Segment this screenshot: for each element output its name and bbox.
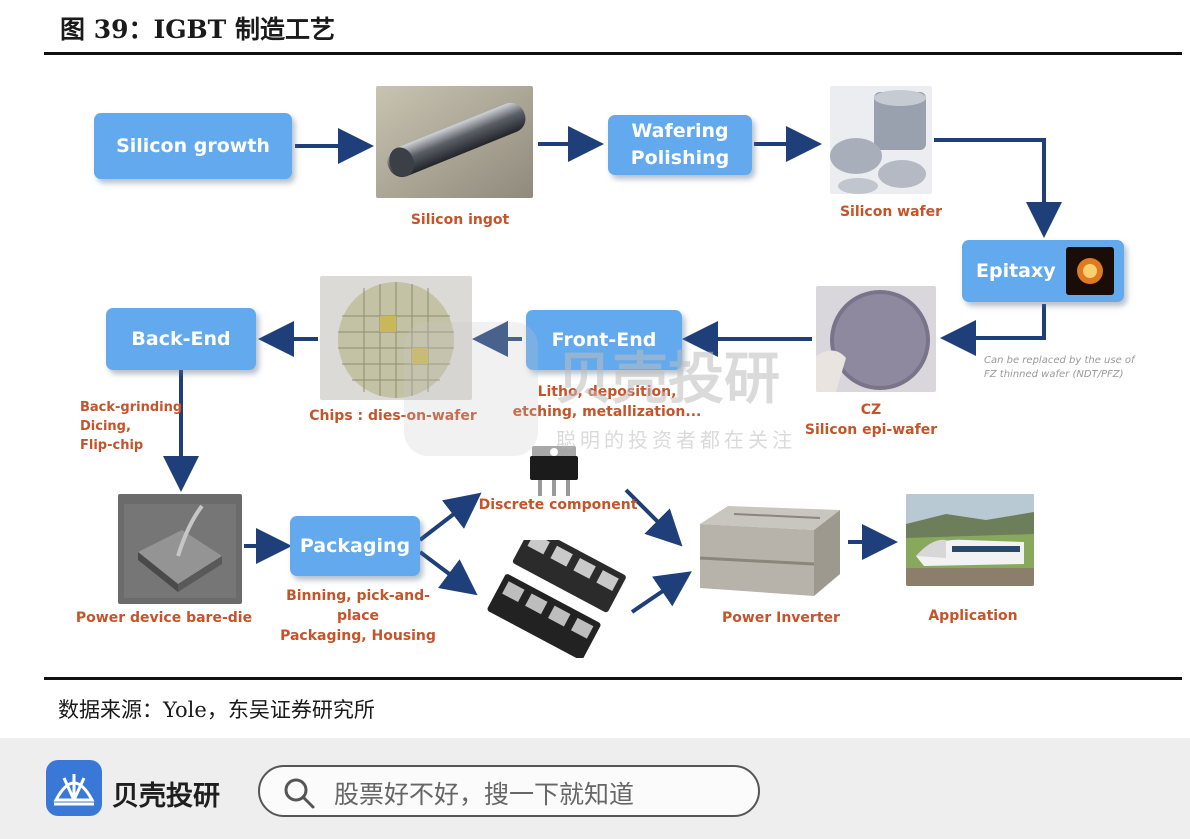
flow-arrows — [163, 126, 1062, 614]
caption-back-end-line3: Flip-chip — [80, 438, 144, 453]
caption-application: Application — [928, 608, 1018, 624]
silicon-wafer-image — [830, 86, 932, 194]
silicon-ingot-image — [376, 86, 533, 198]
figure-title: 图 39：IGBT 制造工艺 — [60, 15, 335, 44]
epi-note-line2: FZ thinned wafer (NDT/PFZ) — [984, 369, 1124, 380]
chips-dies-on-wafer-image — [320, 276, 472, 400]
arrow-wafer-to-epitaxy — [934, 138, 1062, 238]
search-bar[interactable] — [258, 765, 760, 817]
watermark-logo — [404, 322, 538, 456]
caption-cz-line2: Silicon epi-wafer — [804, 422, 938, 438]
footer-brand: 贝壳投研 — [112, 781, 220, 812]
caption-silicon-ingot: Silicon ingot — [410, 212, 510, 228]
application-train-image — [906, 494, 1034, 586]
box-wafering-line2: Polishing — [630, 147, 730, 169]
box-silicon-growth: Silicon growth — [94, 113, 292, 179]
caption-packaging-line1: Binning, pick-and-place — [286, 588, 430, 624]
source-note: 数据来源：Yole，东吴证券研究所 — [58, 698, 375, 722]
search-icon — [284, 778, 315, 809]
power-inverter-image — [699, 506, 840, 596]
box-front-end: Front-End — [526, 310, 682, 370]
box-packaging: Packaging — [290, 516, 420, 576]
shell-logo-icon — [53, 774, 95, 806]
caption-back-end-steps: Back-grinding Dicing, Flip-chip — [80, 398, 220, 455]
arrow-packaging-to-module — [418, 550, 478, 596]
epi-replacement-note: Can be replaced by the use of FZ thinned… — [984, 354, 1164, 382]
box-wafering-polishing: Wafering Polishing — [608, 115, 752, 175]
caption-packaging-line2: Packaging, Housing — [280, 628, 436, 644]
top-rule — [44, 52, 1182, 55]
arrow-module-to-inverter — [630, 571, 692, 614]
arrow-packaging-to-discrete — [418, 492, 482, 542]
power-device-bare-die-image — [118, 494, 242, 604]
caption-front-end-line2: etching, metallization... — [512, 404, 702, 420]
caption-cz: CZ Silicon epi-wafer — [800, 400, 942, 440]
caption-discrete: Discrete component — [478, 497, 638, 513]
epi-note-line1: Can be replaced by the use of — [984, 355, 1135, 366]
igbt-module-image — [487, 540, 626, 658]
watermark-slogan: 聪明的投资者都在关注 — [556, 428, 796, 452]
box-epitaxy-label: Epitaxy — [976, 259, 1056, 282]
caption-silicon-wafer: Silicon wafer — [839, 204, 943, 220]
caption-front-end-steps: Litho, deposition, etching, metallizatio… — [504, 382, 710, 422]
caption-inverter: Power Inverter — [722, 610, 840, 626]
arrow-discrete-to-inverter — [624, 488, 683, 547]
box-epitaxy: Epitaxy — [962, 240, 1124, 302]
caption-back-end-line2: Dicing, — [80, 419, 131, 434]
caption-front-end-line1: Litho, deposition, — [537, 384, 677, 400]
watermark-brand: 贝壳投研 — [556, 347, 780, 412]
caption-cz-line1: CZ — [860, 402, 882, 418]
caption-back-end-line1: Back-grinding — [80, 400, 183, 415]
epitaxy-reactor-image — [1066, 247, 1114, 295]
bottom-rule — [44, 677, 1182, 680]
search-placeholder: 股票好不好，搜一下就知道 — [334, 780, 635, 809]
box-back-end: Back-End — [106, 308, 256, 370]
caption-bare-die: Power device bare-die — [75, 610, 253, 626]
box-wafering-line1: Wafering — [631, 120, 729, 142]
app-logo[interactable] — [46, 760, 102, 816]
cz-epi-wafer-image — [816, 286, 936, 392]
caption-packaging-steps: Binning, pick-and-place Packaging, Housi… — [266, 586, 450, 646]
caption-chips: Chips : dies-on-wafer — [309, 408, 477, 424]
discrete-component-image — [530, 446, 578, 496]
arrow-epitaxy-to-cz — [940, 304, 1046, 356]
